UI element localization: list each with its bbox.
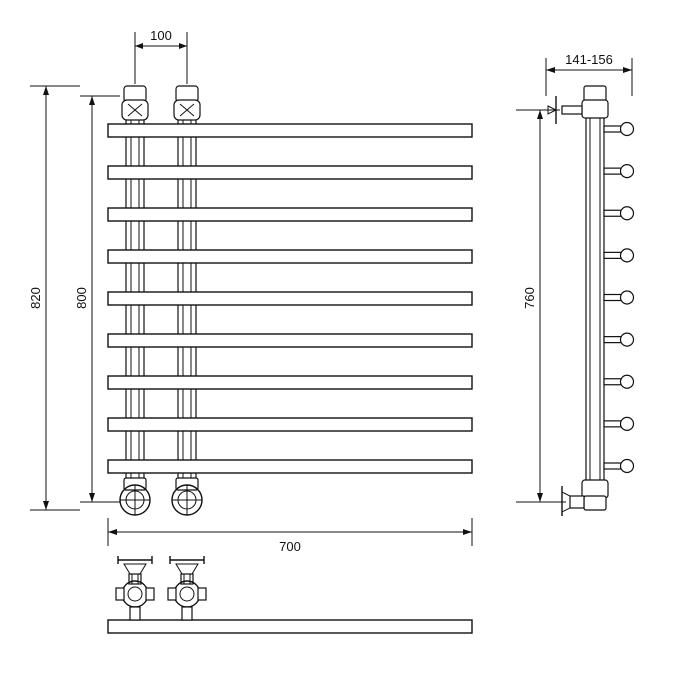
side-height-label: 760	[522, 287, 537, 309]
horizontal-bar	[107, 249, 473, 264]
front-view: 100 820 800 700	[28, 28, 473, 554]
dimension-overall-height: 820	[28, 85, 80, 511]
plan-valve-left	[115, 556, 155, 621]
plan-valve-right	[167, 556, 207, 621]
dimension-side-depth: 141-156	[545, 52, 633, 96]
overall-height-label: 820	[28, 287, 43, 309]
horizontal-bar	[107, 165, 473, 180]
dimension-pipe-spacing: 100	[134, 28, 188, 84]
horizontal-bar	[107, 375, 473, 390]
top-connector-left	[121, 85, 149, 121]
dimension-bar-span: 800	[74, 95, 120, 503]
side-bar-end	[603, 206, 635, 221]
horizontal-bar	[107, 417, 473, 432]
side-bar-end	[603, 332, 635, 347]
horizontal-bar	[107, 459, 473, 474]
dimension-side-height: 760	[516, 109, 566, 503]
bottom-valve-left	[119, 477, 151, 516]
plan-view	[107, 556, 473, 634]
side-view: 141-156 760	[516, 52, 635, 516]
bar-span-label: 800	[74, 287, 89, 309]
pipe-spacing-label: 100	[150, 28, 172, 43]
side-vertical-pipe	[585, 99, 605, 499]
side-bar-end	[603, 458, 635, 474]
dimension-width: 700	[107, 518, 473, 554]
horizontal-bars	[107, 123, 473, 474]
side-bar-end	[603, 416, 635, 431]
horizontal-bar	[107, 333, 473, 348]
plan-bar	[107, 619, 473, 634]
side-bar-end	[603, 121, 635, 137]
horizontal-bar	[107, 207, 473, 222]
horizontal-bar	[107, 291, 473, 306]
side-bar-end	[603, 374, 635, 389]
width-label: 700	[279, 539, 301, 554]
bottom-valve-right	[171, 477, 203, 516]
side-top-fitting	[547, 85, 609, 124]
side-bar-ends	[603, 121, 635, 474]
side-bar-end	[603, 290, 635, 305]
horizontal-bar	[107, 123, 473, 138]
side-bar-end	[603, 248, 635, 263]
side-bottom-fitting	[561, 479, 609, 516]
side-bar-end	[603, 164, 635, 179]
top-connector-right	[173, 85, 201, 121]
side-depth-label: 141-156	[565, 52, 613, 67]
